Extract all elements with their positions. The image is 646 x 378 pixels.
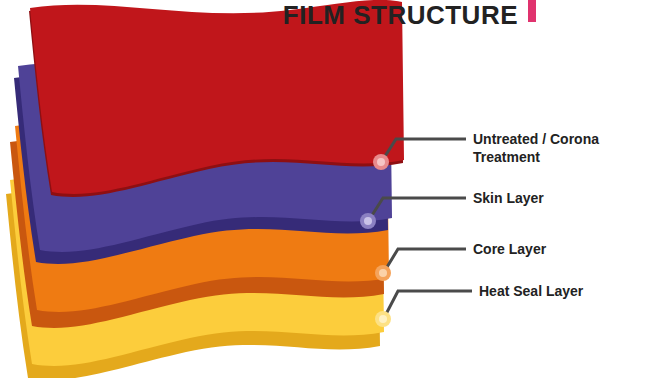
callout-label: Core Layer xyxy=(473,240,633,258)
callout-label: Skin Layer xyxy=(473,189,633,207)
callout-label: Heat Seal Layer xyxy=(479,282,639,300)
leader-lines xyxy=(369,139,472,318)
callout-dots xyxy=(360,154,391,327)
diagram-title: FILM STRUCTURE xyxy=(283,0,518,31)
accent-bar xyxy=(528,0,536,22)
callout-label: Untreated / Corona Treatment xyxy=(473,130,623,166)
